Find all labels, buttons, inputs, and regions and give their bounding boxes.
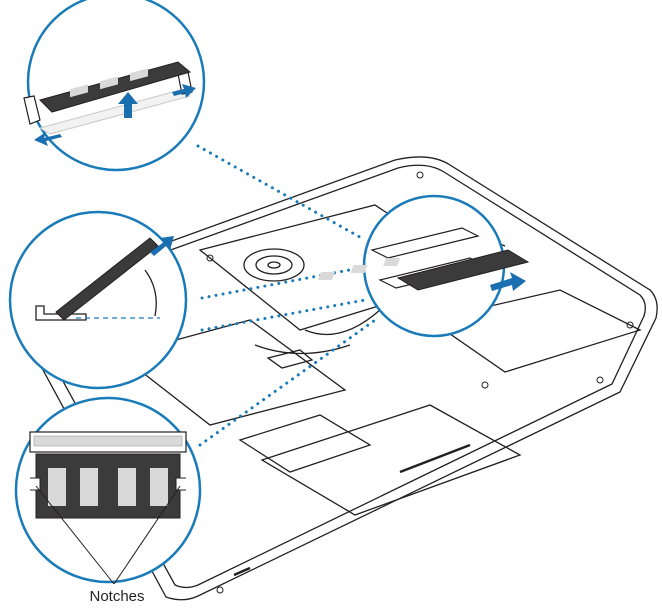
callout-installed-view — [318, 194, 530, 338]
leader-bottom-1 — [198, 316, 380, 447]
battery-left — [118, 319, 347, 426]
battery-right — [428, 289, 642, 373]
slot-pins — [33, 435, 183, 447]
callout-notches — [14, 396, 202, 584]
memory-module-right — [396, 249, 530, 291]
angle-arc — [144, 269, 157, 317]
callout-release-latches — [23, 0, 206, 172]
callout-insert-angle — [8, 210, 188, 390]
leader-top-1 — [196, 144, 367, 242]
notch-pointers — [35, 485, 181, 585]
arrow-right-icon — [172, 84, 196, 98]
connector-1 — [266, 349, 314, 369]
leader-mid-1 — [200, 266, 362, 300]
front-slot — [399, 443, 471, 474]
arrow-up-icon — [118, 92, 138, 118]
socket-bracket — [35, 305, 87, 321]
arrow-left-icon — [34, 132, 62, 146]
latch-left — [23, 95, 41, 125]
cable-1 — [304, 309, 381, 336]
arrow-diagonal-icon — [150, 236, 174, 256]
slot-upper — [370, 227, 480, 259]
notch-right — [175, 477, 186, 491]
sleep-light — [233, 566, 251, 577]
notches-label: Notches — [89, 588, 145, 605]
fan — [243, 248, 305, 282]
battery-front — [260, 404, 522, 516]
memory-chips — [48, 468, 168, 506]
memory-module-angled — [55, 237, 159, 321]
leader-mid-2 — [200, 298, 367, 332]
leader-lines — [196, 144, 380, 447]
arrow-insert-icon — [490, 272, 526, 291]
cable-2 — [254, 344, 351, 355]
notch-left — [30, 477, 41, 491]
trackpad-area — [238, 414, 372, 473]
